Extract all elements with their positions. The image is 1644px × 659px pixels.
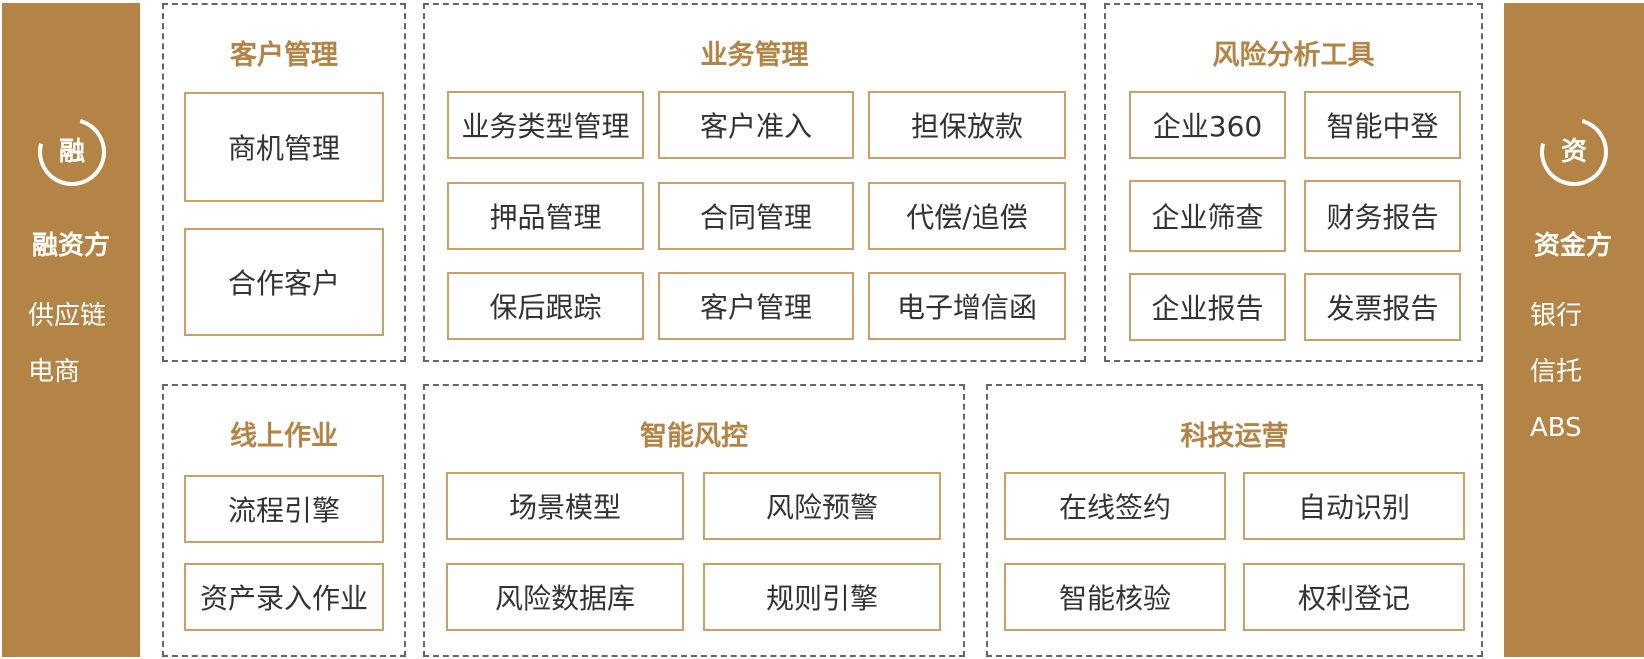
module-item[interactable]: 财务报告 [1304, 180, 1461, 252]
module-item[interactable]: 风险数据库 [446, 563, 684, 631]
funding-party-panel: 资 资金方 银行信托 ABS [1504, 3, 1644, 657]
group-title: 业务管理 [700, 40, 809, 71]
module-item[interactable]: 流程引擎 [184, 475, 384, 543]
module-item[interactable]: 合作客户 [184, 228, 384, 336]
module-item[interactable]: 客户准入 [658, 91, 854, 159]
group-title: 线上作业 [230, 421, 338, 452]
group-tech-ops: 科技运营 [986, 384, 1483, 657]
financing-party-title: 融资方 [31, 231, 110, 261]
module-item[interactable]: 合同管理 [658, 182, 854, 250]
module-item[interactable]: 担保放款 [868, 91, 1066, 159]
financing-badge: 融 [58, 137, 85, 167]
group-risk-control: 智能风控 [423, 384, 965, 657]
module-item[interactable]: 业务类型管理 [447, 91, 644, 159]
group-business: 业务管理 [423, 3, 1086, 362]
module-item[interactable]: 自动识别 [1243, 472, 1465, 540]
module-item[interactable]: 企业筛查 [1129, 180, 1286, 252]
funding-badge: 资 [1560, 137, 1587, 167]
module-item[interactable]: 发票报告 [1304, 273, 1461, 341]
group-title: 风险分析工具 [1212, 40, 1375, 71]
funding-item: ABS [1530, 413, 1582, 443]
module-item[interactable]: 代偿/追偿 [868, 182, 1066, 250]
module-item[interactable]: 权利登记 [1243, 563, 1465, 631]
module-item[interactable]: 风险预警 [703, 472, 941, 540]
group-title: 智能风控 [640, 421, 748, 452]
funding-item: 银行 [1530, 301, 1583, 331]
financing-item: 电商 [28, 357, 81, 387]
group-online: 线上作业 [162, 384, 406, 657]
group-title: 科技运营 [1180, 421, 1289, 452]
module-item[interactable]: 在线签约 [1004, 472, 1226, 540]
financing-party-panel: 融 融资方 供应链电商 [2, 3, 140, 657]
module-item[interactable]: 规则引擎 [703, 563, 941, 631]
module-item[interactable]: 电子增信函 [868, 272, 1066, 340]
group-customer: 客户管理 [162, 3, 406, 362]
group-risk-tools: 风险分析工具 [1104, 3, 1483, 362]
module-item[interactable]: 保后跟踪 [447, 272, 644, 340]
funding-item: 信托 [1530, 357, 1583, 387]
module-item[interactable]: 企业报告 [1129, 273, 1286, 341]
module-item[interactable]: 企业360 [1129, 91, 1286, 159]
module-item[interactable]: 客户管理 [658, 272, 854, 340]
financing-item: 供应链 [28, 301, 107, 331]
funding-party-title: 资金方 [1533, 231, 1612, 261]
group-title: 客户管理 [230, 40, 338, 71]
module-item[interactable]: 押品管理 [447, 182, 644, 250]
module-item[interactable]: 商机管理 [184, 92, 384, 202]
module-item[interactable]: 场景模型 [446, 472, 684, 540]
module-item[interactable]: 智能中登 [1304, 91, 1461, 159]
module-item[interactable]: 资产录入作业 [184, 563, 384, 631]
module-item[interactable]: 智能核验 [1004, 563, 1226, 631]
